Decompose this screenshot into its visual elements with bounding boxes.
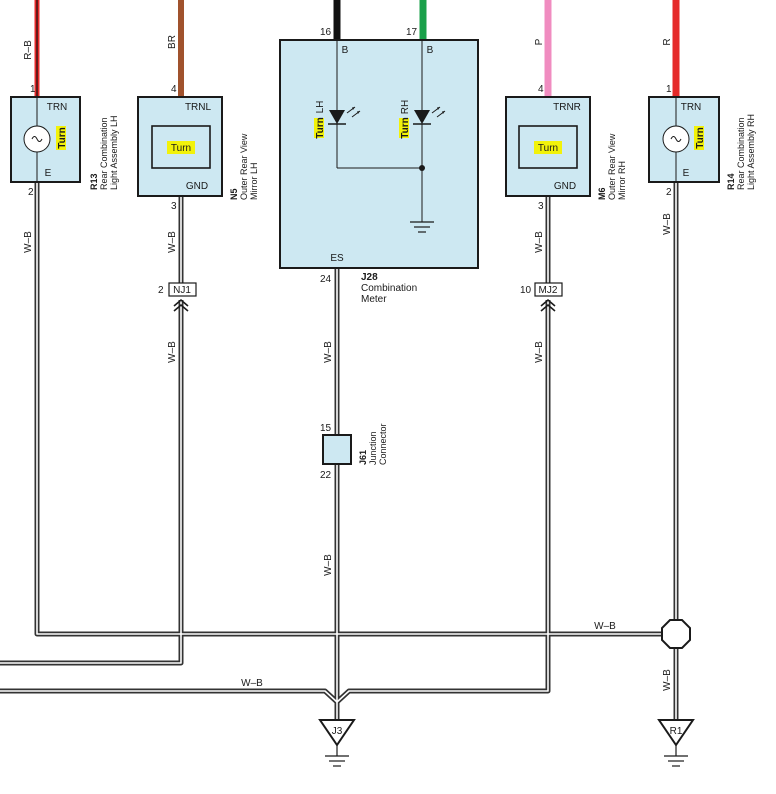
j61-pin-bottom: 22 (320, 470, 332, 481)
component-j61: 15 22 J61 Junction Connector (320, 423, 388, 481)
nj1-pin: 2 (158, 285, 164, 296)
ground-triangle-icon (318, 719, 356, 747)
r14-func: Turn (695, 127, 706, 148)
component-m6: 4 TRNR Turn GND 3 M6 Outer Rear View Mir… (505, 84, 627, 212)
r14-id: R14 (726, 173, 736, 190)
r13-term-top: TRN (47, 102, 68, 113)
m6-pin-top: 4 (538, 84, 544, 95)
r14-term-bottom: E (683, 168, 690, 179)
n5-pin-bottom: 3 (171, 201, 177, 212)
component-r13: 1 TRN Turn E 2 R13 Rear Combination Ligh… (10, 84, 119, 198)
r14-name-1: Rear Combination (736, 117, 746, 190)
r14-pin-bottom: 2 (666, 187, 672, 198)
splice-point-icon (661, 619, 691, 649)
n5-name-2: Mirror LH (249, 163, 259, 201)
n5-name-1: Outer Rear View (239, 133, 249, 200)
n5-id: N5 (229, 188, 239, 200)
component-n5: 4 TRNL Turn GND 3 N5 Outer Rear View Mir… (137, 84, 259, 212)
j28-led-lh-turn: Turn (315, 117, 326, 138)
component-j28: 16 17 B B Turn LH Turn RH (279, 27, 479, 305)
mj2-chevron-icon (540, 298, 556, 312)
j61-name-2: Connector (378, 423, 388, 465)
r13-func: Turn (57, 127, 68, 148)
j28-term-a: B (342, 45, 349, 56)
j28-pin-b: 17 (406, 27, 418, 38)
led-rh-icon (413, 106, 446, 125)
component-r14: 1 TRN Turn E 2 R14 Rear Combination Ligh… (648, 84, 756, 198)
ground-j3-label: J3 (332, 726, 343, 737)
mj2-label: MJ2 (539, 285, 558, 296)
m6-pin-bottom: 3 (538, 201, 544, 212)
m6-term-top: TRNR (553, 102, 581, 113)
j28-led-lh-side: LH (315, 101, 326, 114)
led-lh-icon (328, 106, 361, 125)
j28-led-rh-turn: Turn (400, 117, 411, 138)
ground-j3: J3 (318, 719, 356, 767)
r13-name-2: Light Assembly LH (109, 115, 119, 190)
ground-r1-label: R1 (670, 726, 683, 737)
j61-name-1: Junction (368, 431, 378, 465)
wb-label-m6-upper: W–B (534, 231, 545, 253)
j28-pin-es: 24 (320, 274, 332, 285)
mj2-pin: 10 (520, 285, 532, 296)
wb-label-horizontal-right: W–B (594, 621, 616, 632)
wb-label-m6-lower: W–B (534, 341, 545, 363)
connector-nj1: NJ1 2 (158, 282, 197, 312)
j28-term-b: B (427, 45, 434, 56)
n5-pin-top: 4 (171, 84, 177, 95)
wb-label-j28-lower: W–B (323, 554, 334, 576)
ground-r1: R1 (657, 719, 695, 767)
r13-term-bottom: E (45, 168, 52, 179)
r14-term-top: TRN (681, 102, 702, 113)
r13-pin-bottom: 2 (28, 187, 34, 198)
j28-name-2: Meter (361, 294, 387, 305)
wb-label-n5-lower: W–B (167, 341, 178, 363)
wb-label-r13: W–B (23, 231, 34, 253)
wire-label-n5: BR (167, 35, 178, 49)
r13-pin-top: 1 (30, 84, 36, 95)
nj1-label: NJ1 (173, 285, 191, 296)
wire-label-r13: R–B (23, 40, 34, 60)
wb-label-j28-upper: W–B (323, 341, 334, 363)
wire-label-m6: P (534, 38, 545, 45)
m6-term-bottom: GND (554, 181, 576, 192)
m6-name-1: Outer Rear View (607, 133, 617, 200)
r14-pin-top: 1 (666, 84, 672, 95)
wb-label-r14: W–B (662, 213, 673, 235)
ground-wiring (0, 182, 679, 720)
m6-id: M6 (597, 187, 607, 200)
r13-id: R13 (89, 173, 99, 190)
chassis-ground-icon (410, 221, 434, 233)
nj1-chevron-icon (173, 298, 189, 312)
wb-label-horizontal-left: W–B (241, 678, 263, 689)
m6-func: Turn (538, 143, 558, 154)
n5-func: Turn (171, 143, 191, 154)
ground-triangle-icon (657, 719, 695, 747)
j28-led-rh-side: RH (400, 100, 411, 114)
wb-label-r1: W–B (662, 669, 673, 691)
j61-id: J61 (358, 450, 368, 465)
j28-term-es: ES (330, 253, 344, 264)
j61-pin-top: 15 (320, 423, 332, 434)
wire-label-r14: R (662, 38, 673, 45)
r14-name-2: Light Assembly RH (746, 114, 756, 190)
j28-name-1: Combination (361, 283, 417, 294)
j28-id: J28 (361, 272, 378, 283)
connector-mj2: MJ2 10 (520, 282, 563, 312)
r13-name-1: Rear Combination (99, 117, 109, 190)
n5-term-bottom: GND (186, 181, 208, 192)
j28-pin-a: 16 (320, 27, 332, 38)
n5-term-top: TRNL (185, 102, 212, 113)
wb-label-n5-upper: W–B (167, 231, 178, 253)
m6-name-2: Mirror RH (617, 161, 627, 200)
